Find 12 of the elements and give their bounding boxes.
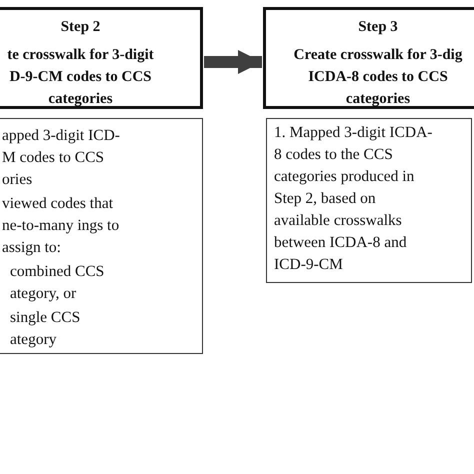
step-description-text: single CCS ategory	[10, 308, 82, 350]
step-header-box	[263, 7, 474, 109]
arrow	[204, 50, 262, 74]
step-description-box	[266, 118, 472, 283]
step-description-text: viewed codes that ne-to-many ings to assign to:	[2, 194, 120, 258]
step-title: Step 2	[60, 18, 100, 37]
step-header-box	[0, 7, 203, 109]
step-description-box	[0, 118, 203, 354]
step-heading: te crosswalk for 3-digit D-9-CM codes to CCS categories	[6, 46, 155, 109]
step-title: Step 3	[358, 18, 398, 37]
step-description-text: 1. Mapped 3-digit ICDA-8 codes to the CCS categories produced in Step 2, based on available crosswalks between ICDA-8 and ICD-9-CM	[274, 123, 434, 275]
step-heading: Create crosswalk for 3-dig ICDA-8 codes to CCS categories	[292, 46, 464, 109]
